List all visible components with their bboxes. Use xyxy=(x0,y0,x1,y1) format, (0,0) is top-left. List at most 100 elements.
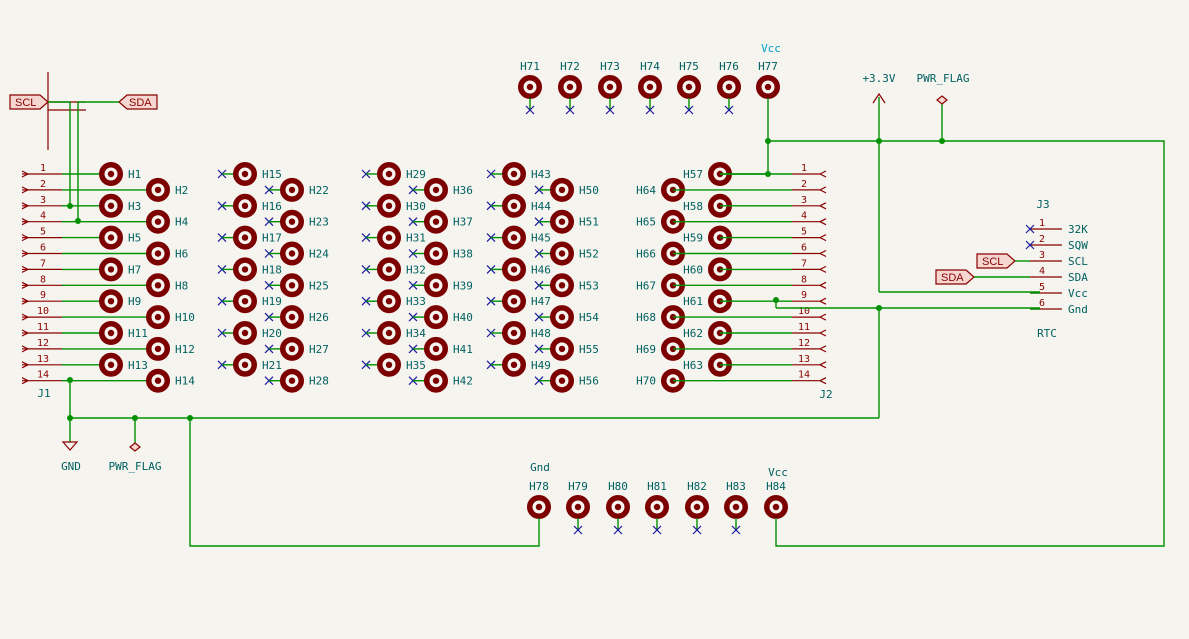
pad-center xyxy=(241,298,249,305)
pad-center xyxy=(385,234,393,241)
pad-center xyxy=(154,218,162,225)
j1-pin-mark xyxy=(21,202,29,207)
j2-pin-mark xyxy=(819,221,827,226)
pad-reference: H45 xyxy=(531,232,551,245)
pad-center xyxy=(241,329,249,337)
scl-net-label-text: SCL xyxy=(15,97,36,109)
j3-value: RTC xyxy=(1037,327,1057,340)
pad-center xyxy=(432,186,440,194)
pad-reference: H17 xyxy=(262,232,282,245)
j3-pin-number: 2 xyxy=(1039,234,1045,245)
j1-pin-mark xyxy=(21,380,29,385)
j2-pin-number: 6 xyxy=(801,243,807,254)
pad-reference: H83 xyxy=(726,480,746,493)
j2-pin-number: 14 xyxy=(798,370,810,381)
pad-reference: H82 xyxy=(687,480,707,493)
pad-center xyxy=(646,83,654,91)
pad-reference: H49 xyxy=(531,359,551,372)
j1-pin-mark xyxy=(21,316,29,321)
pad-center xyxy=(107,202,115,209)
j3-pin-number: 6 xyxy=(1039,298,1045,309)
pad-reference: H2 xyxy=(175,184,188,197)
j1-pin-number: 6 xyxy=(40,243,46,254)
pad-reference: H77 xyxy=(758,60,778,73)
pad-center xyxy=(614,503,622,511)
j3-pin-number: 5 xyxy=(1039,282,1045,293)
junction-dot xyxy=(67,377,73,383)
pad-center xyxy=(510,266,518,273)
junction-dot xyxy=(876,138,882,144)
pad-reference: H65 xyxy=(636,216,656,229)
plus33-arrow xyxy=(872,92,886,104)
gnd-label: GND xyxy=(61,460,81,473)
pad-reference: H33 xyxy=(406,295,426,308)
pad-reference: H14 xyxy=(175,375,195,388)
pad-reference: H11 xyxy=(128,327,148,340)
j1-pin-mark xyxy=(21,252,29,258)
j1-pin-mark xyxy=(21,218,29,223)
j1-pin-mark xyxy=(21,186,29,191)
pad-center xyxy=(107,266,115,273)
pad-reference: H53 xyxy=(579,279,599,292)
j2-pin-number: 12 xyxy=(798,338,810,349)
pad-reference: H7 xyxy=(128,263,141,276)
sda-net-label-text: SDA xyxy=(129,97,152,109)
pad-reference: H15 xyxy=(262,168,282,181)
pad-center xyxy=(154,377,162,384)
j1-pin-number: 10 xyxy=(37,306,49,317)
j2-pin-mark xyxy=(819,316,827,321)
j1-pin-mark xyxy=(21,170,29,175)
pad-center xyxy=(606,83,614,91)
j2-pin-number: 5 xyxy=(801,227,807,238)
no-connect-mark xyxy=(613,525,623,535)
pad-reference: H4 xyxy=(175,216,189,229)
pad-reference: H35 xyxy=(406,359,426,372)
j1-pin-number: 4 xyxy=(40,211,46,222)
pad-center xyxy=(154,313,162,321)
pad-center xyxy=(510,234,518,241)
pad-reference: H30 xyxy=(406,200,426,213)
pad-center xyxy=(558,313,566,321)
no-connect-mark xyxy=(573,525,583,535)
j2-pin-mark xyxy=(819,345,827,350)
j1-pin-mark xyxy=(21,189,29,194)
pad-center xyxy=(510,329,518,337)
j2-pin-mark xyxy=(819,265,827,270)
pwr-flag-top-diamond xyxy=(936,95,948,105)
pad-reference: H42 xyxy=(453,375,473,388)
pad-center xyxy=(288,218,296,225)
j2-pin-mark xyxy=(819,364,827,369)
j3-pin-name: Gnd xyxy=(1068,303,1088,316)
pad-center xyxy=(432,377,440,384)
pad-reference: H72 xyxy=(560,60,580,73)
j1-reference: J1 xyxy=(37,387,50,400)
j1-pin-mark xyxy=(21,221,29,226)
pad-reference: H19 xyxy=(262,295,282,308)
pad-reference: H8 xyxy=(175,279,188,292)
pad-center xyxy=(772,503,780,511)
vcc-net-wire xyxy=(767,98,1165,547)
j2-pin-mark xyxy=(819,284,827,289)
pad-reference: H47 xyxy=(531,295,551,308)
pad-center xyxy=(693,503,701,511)
pad-center xyxy=(432,345,440,353)
pad-center xyxy=(510,202,518,209)
pad-reference: H63 xyxy=(683,359,703,372)
j1-pin-mark xyxy=(21,237,29,242)
pad-center xyxy=(241,266,249,273)
pad-center xyxy=(385,329,393,337)
pad-center xyxy=(288,345,296,353)
j2-pin-number: 2 xyxy=(801,179,807,190)
pad-center xyxy=(558,282,566,289)
junction-dot xyxy=(765,171,771,177)
pad-reference: H31 xyxy=(406,232,426,245)
j1-pin-mark xyxy=(21,300,29,305)
pad-reference: H75 xyxy=(679,60,699,73)
pad-center xyxy=(558,186,566,194)
pad-center xyxy=(732,503,740,511)
junction-dot xyxy=(67,203,73,209)
pad-reference: H50 xyxy=(579,184,599,197)
no-connect-mark xyxy=(1025,224,1035,234)
vcc-top-label: Vcc xyxy=(761,42,781,55)
